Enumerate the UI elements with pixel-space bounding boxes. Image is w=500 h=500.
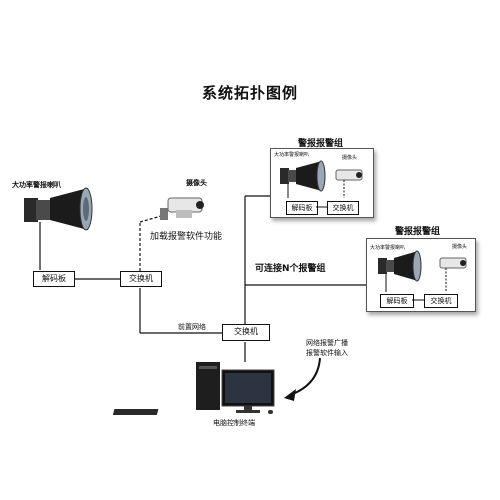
- group-top-camera-label: 摄像头: [342, 155, 358, 161]
- diagram-title: 系统拓扑图例: [201, 84, 298, 102]
- link-label: 前置网络: [178, 323, 206, 331]
- left-camera-label: 摄像头: [186, 179, 207, 187]
- center-switch-box: 交换机: [222, 324, 270, 341]
- group-right-decoder-box: 解码板: [380, 294, 414, 308]
- group-top-title: 警报报警组: [298, 139, 344, 149]
- expand-label: 可连接N个报警组: [255, 264, 326, 274]
- group-top-decoder-box: 解码板: [286, 201, 318, 215]
- group-right-title: 警报报警组: [395, 227, 441, 237]
- left-speaker-label: 大功率警报喇叭: [12, 181, 61, 189]
- group-right-speaker-label: 大功率警报喇叭: [370, 245, 406, 251]
- group-top-speaker-label: 大功率警报喇叭: [274, 152, 310, 158]
- left-switch-box: 交换机: [120, 271, 162, 287]
- left-note-label: 加载报警软件功能: [150, 232, 223, 242]
- computer-label: 电脑控制终端: [213, 419, 255, 427]
- group-right-switch-box: 交换机: [424, 294, 458, 308]
- group-top-switch-box: 交换机: [327, 201, 359, 215]
- callout-label: 网络报警广播 报警软件输入: [306, 339, 348, 357]
- group-right-camera-label: 摄像头: [452, 244, 468, 250]
- left-decoder-box: 解码板: [33, 271, 75, 287]
